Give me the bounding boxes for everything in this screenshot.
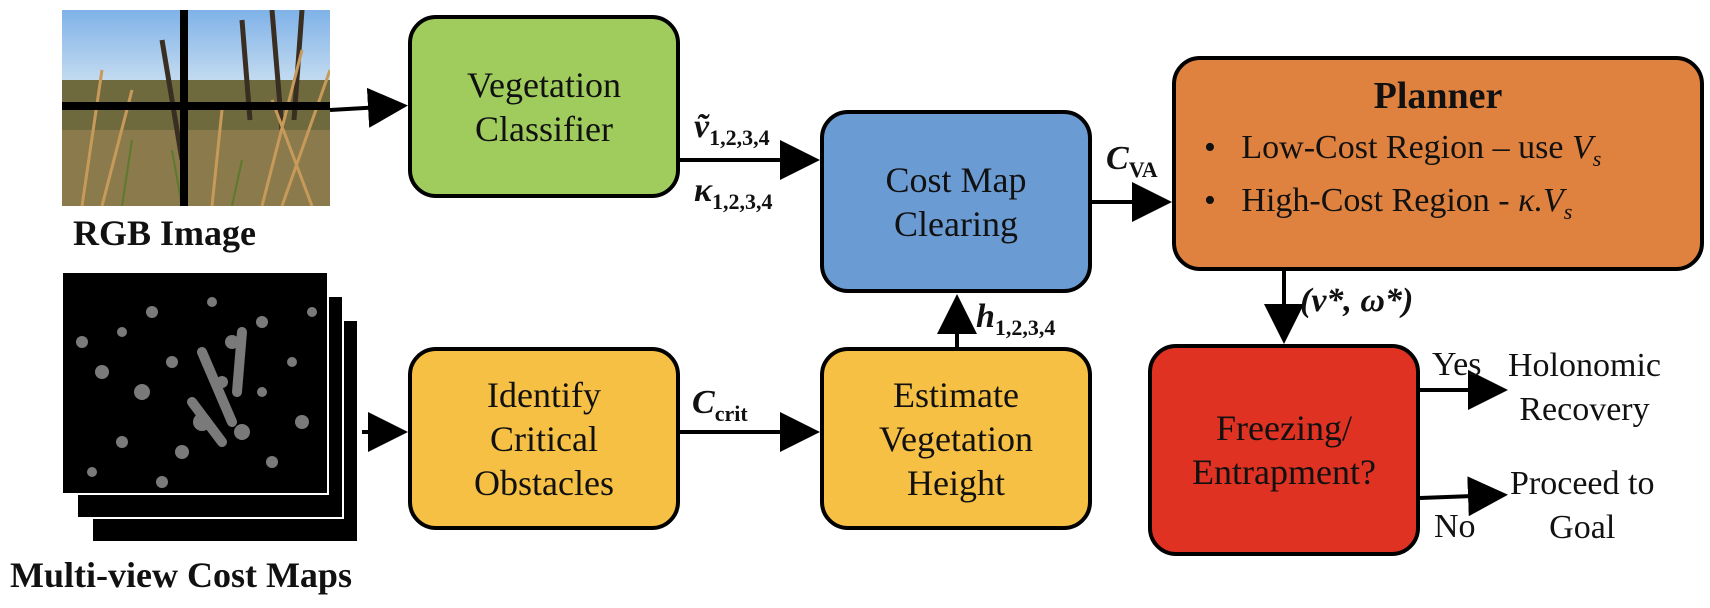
estimate-vegetation-height-node: Estimate Vegetation Height [820,347,1092,530]
planner-bullet-high-cost: • High-Cost Region - κ.Vs [1176,179,1700,234]
freezing-entrapment-node: Freezing/ Entrapment? [1148,344,1420,556]
edge-label-kappa: κ1,2,3,4 [694,172,773,215]
kappa-symbol: κ [694,172,713,209]
cost-map-illustration [61,271,359,543]
edge-label-ccrit: Ccrit [692,384,748,427]
cva-sub: VA [1128,156,1158,182]
bullet-dot-icon: • [1204,181,1242,219]
cost-map-clearing-label: Cost Map Clearing [885,159,1027,244]
vegetation-classifier-node: Vegetation Classifier [408,15,680,198]
h-symbol: h [976,298,995,335]
edge-label-v-tilde: ṽ1,2,3,4 [694,108,770,151]
kappa-sub: 1,2,3,4 [712,188,773,214]
rgb-image [62,10,330,206]
planner-node: Planner • Low-Cost Region – use Vs • Hig… [1172,56,1704,271]
identify-critical-obstacles-node: Identify Critical Obstacles [408,347,680,530]
planner-bullet-low-cost: • Low-Cost Region – use Vs [1176,126,1700,181]
holonomic-recovery-label: Holonomic Recovery [1508,347,1661,428]
v-tilde-symbol: ṽ [694,108,710,145]
cost-map-clearing-node: Cost Map Clearing [820,110,1092,293]
edge-label-h: h1,2,3,4 [976,298,1055,341]
edge-label-v-omega: (v*, ω*) [1300,282,1414,319]
cost-map-caption: Multi-view Cost Maps [10,555,352,595]
vegetation-classifier-label: Vegetation Classifier [467,64,621,149]
cost-map-stack [61,271,362,543]
freezing-entrapment-label: Freezing/ Entrapment? [1192,408,1376,492]
planner-var-kappa-vs-sub: s [1563,198,1573,224]
yes-label: Yes [1432,346,1482,383]
ccrit-sub: crit [714,400,748,426]
planner-title: Planner [1373,75,1503,117]
proceed-to-goal-label: Proceed to Goal [1510,465,1655,546]
planner-var-vs: V [1571,129,1593,166]
cva-symbol: C [1106,140,1129,177]
planner-var-vs-sub: s [1592,145,1602,171]
vegetation-photo [62,10,330,206]
h-sub: 1,2,3,4 [994,314,1056,340]
arrow-freezing-no [1419,476,1508,517]
arrow-rgb-to-classifier [329,87,408,128]
identify-critical-obstacles-label: Identify Critical Obstacles [474,374,614,503]
ccrit-symbol: C [692,384,715,421]
edge-label-cva: CVA [1106,140,1158,183]
rgb-image-caption: RGB Image [73,213,256,253]
estimate-vegetation-height-label: Estimate Vegetation Height [879,374,1033,503]
no-label: No [1434,508,1476,545]
v-tilde-sub: 1,2,3,4 [709,124,770,150]
planner-bullet-low-cost-text: Low-Cost Region – use [1241,129,1572,166]
planner-var-kappa-vs: κ.V [1518,181,1564,219]
planner-bullet-high-cost-text: High-Cost Region - [1241,181,1519,219]
bullet-dot-icon: • [1204,129,1242,166]
